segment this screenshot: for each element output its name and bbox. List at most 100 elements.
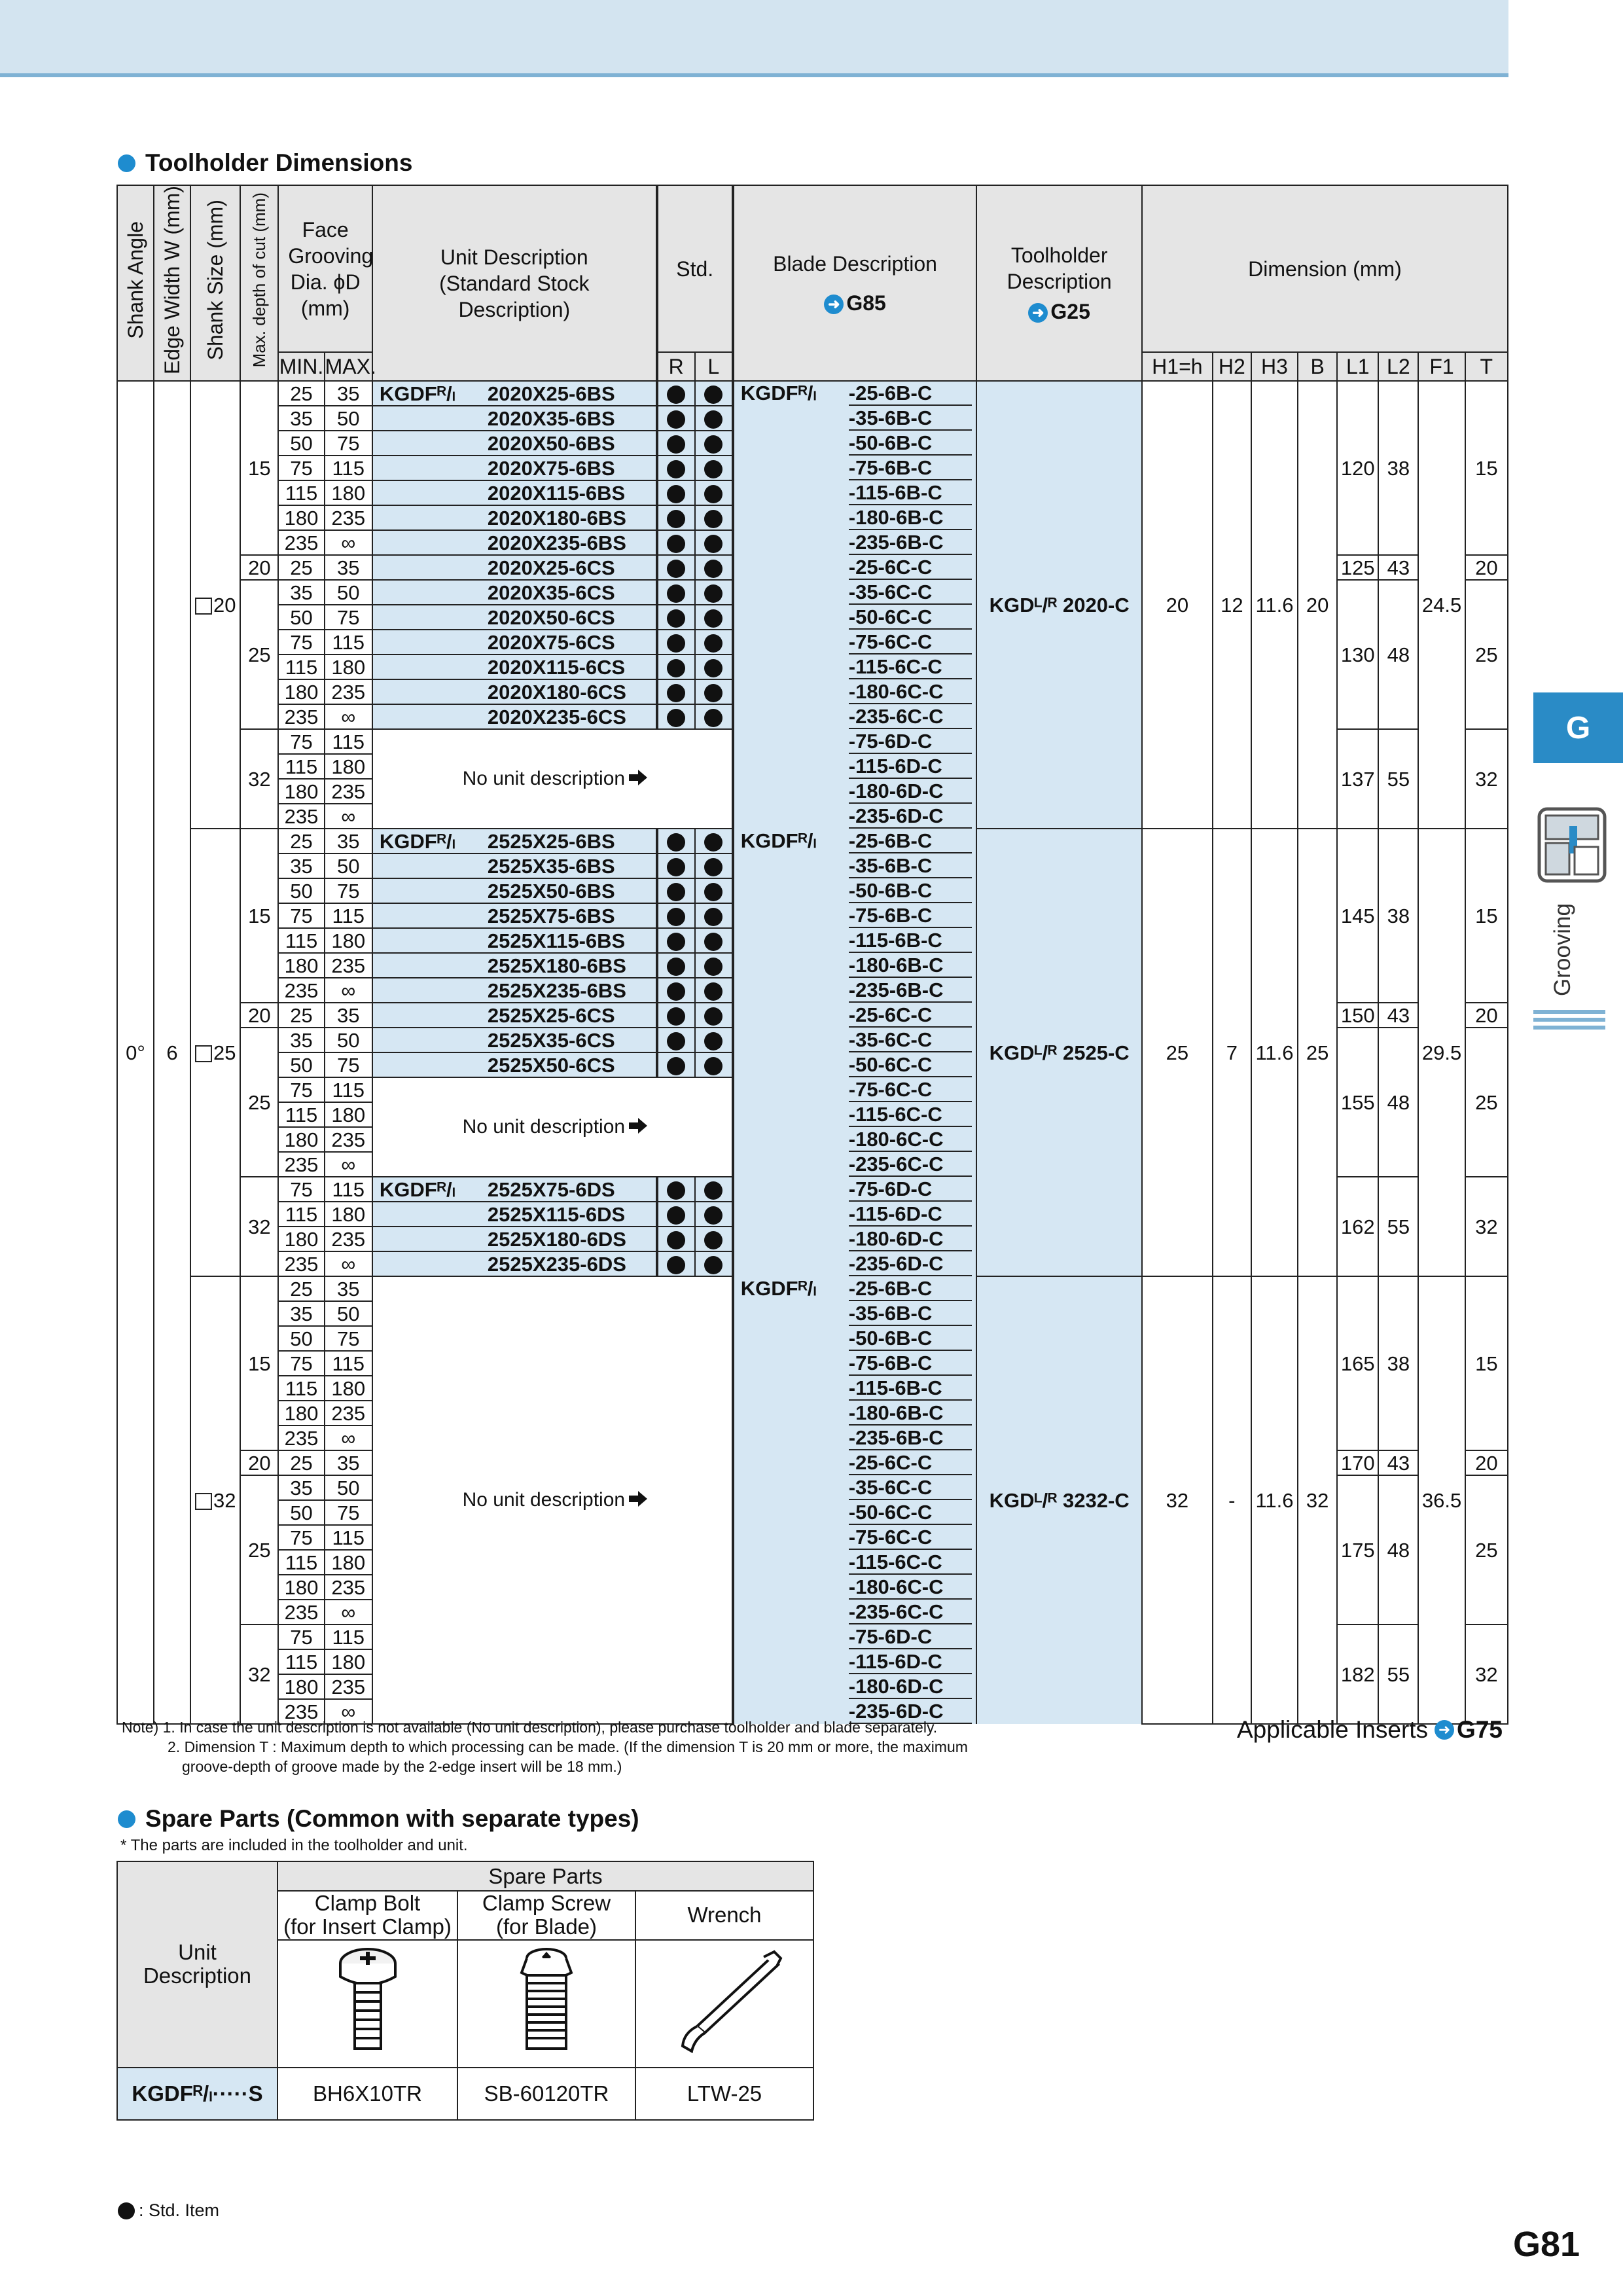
std-r-cell [656,580,696,606]
max-cell: 115 [323,630,373,656]
header-min: MIN. [277,351,325,382]
max-depth-cell: 20 [240,554,279,581]
std-r-cell [656,605,696,631]
blade-description-cell: -50-6B-C [731,431,978,456]
std-bullet-icon [704,386,723,404]
std-l-cell [694,406,734,432]
blade-description-cell: -180-6D-C [731,779,978,804]
square-icon [194,598,212,615]
side-tab-g[interactable]: G [1533,692,1623,763]
spare-col-clamp-bolt: Clamp Bolt(for Insert Clamp) [277,1890,458,1941]
std-bullet-icon [667,659,686,678]
max-cell: 180 [323,1102,373,1128]
header-f1: F1 [1418,351,1466,382]
std-r-cell [656,928,696,954]
header-shank-size: Shank Size (mm) [189,184,241,382]
blade-description-cell: -35-6C-C [731,1475,978,1501]
blade-description-cell: -235-6D-C [731,1251,978,1277]
min-cell: 180 [277,1674,325,1700]
std-r-cell [656,530,696,556]
unit-description-cell: 2525X35-6BS [371,853,658,880]
table-row: 235∞-235-6D-C [117,1699,1508,1725]
blade-description-cell: -75-6C-C [731,1077,978,1103]
max-cell: 35 [323,1450,373,1477]
std-r-cell [656,953,696,979]
header-std: Std. [656,184,734,353]
std-bullet-icon [667,386,686,404]
dim-l2-cell: 55 [1378,1624,1419,1725]
min-cell: 75 [277,1624,325,1651]
section-title-toolholder: Toolholder Dimensions [118,149,412,177]
std-l-cell [694,704,734,730]
blade-description-cell: -235-6D-C [731,1699,978,1725]
header-dimension: Dimension (mm) [1141,184,1509,353]
note-1: Note) 1. In case the unit description is… [122,1719,938,1736]
min-cell: 115 [277,754,325,780]
std-r-cell [656,480,696,507]
max-cell: 180 [323,1649,373,1676]
std-r-cell [656,555,696,581]
max-cell: 35 [323,555,373,581]
std-bullet-icon [667,684,686,703]
std-bullet-icon [704,1181,723,1200]
min-cell: 35 [277,853,325,880]
min-cell: 35 [277,1475,325,1501]
unit-description-cell: 2525X180-6BS [371,953,658,979]
dim-h2-cell: 12 [1211,380,1252,830]
note-2: 2. Dimension T : Maximum depth to which … [168,1738,968,1755]
std-bullet-icon [704,982,723,1001]
toolholder-description-cell: KGDᴸ/ᴿ 2525-C [976,828,1143,1277]
min-cell: 50 [277,1326,325,1352]
dim-t-cell: 25 [1464,1475,1509,1626]
applicable-inserts-link[interactable]: Applicable Inserts ➜ G75 [1237,1716,1503,1743]
std-r-cell [656,381,696,407]
blade-description-cell: -235-6D-C [731,804,978,829]
unit-description-cell: 2525X35-6CS [371,1028,658,1054]
dim-h3-cell: 11.6 [1250,380,1299,830]
shank-angle-cell: 0° [116,381,154,1725]
dim-l1-cell: 137 [1336,728,1380,830]
std-bullet-icon [667,1057,686,1076]
dim-l1-cell: 150 [1336,1002,1380,1029]
min-cell: 235 [277,978,325,1004]
dim-t-cell: 32 [1464,1176,1509,1278]
min-cell: 235 [277,804,325,830]
dim-t-cell: 15 [1464,1276,1509,1452]
min-cell: 35 [277,406,325,432]
square-icon [194,1493,212,1511]
std-bullet-icon [667,634,686,653]
std-bullet-icon [667,933,686,952]
std-l-cell [694,853,734,880]
dim-t-cell: 20 [1464,1450,1509,1477]
dim-l1-cell: 155 [1336,1027,1380,1178]
spare-unit-value: KGDFᴿ/ₗ·····S [116,2066,278,2121]
toolholder-description-cell: KGDᴸ/ᴿ 2020-C [976,380,1143,829]
min-cell: 35 [277,580,325,606]
min-cell: 115 [277,480,325,507]
min-cell: 115 [277,1102,325,1128]
header-t: T [1464,351,1509,382]
dim-l2-cell: 43 [1378,1450,1419,1477]
std-l-cell [694,630,734,656]
std-bullet-icon [704,1231,723,1250]
arrow-right-icon [629,1116,648,1139]
max-depth-cell: 32 [240,728,279,830]
dim-l2-cell: 38 [1378,1276,1419,1452]
min-cell: 50 [277,431,325,457]
min-cell: 75 [277,456,325,482]
unit-description-cell: 2525X180-6DS [371,1227,658,1253]
max-depth-cell: 20 [240,1450,279,1477]
note-2-cont: groove-depth of groove made by the 2-edg… [182,1758,622,1775]
std-bullet-icon [667,908,686,927]
min-cell: 180 [277,1127,325,1153]
max-cell: 75 [323,605,373,631]
std-bullet-icon [704,460,723,479]
